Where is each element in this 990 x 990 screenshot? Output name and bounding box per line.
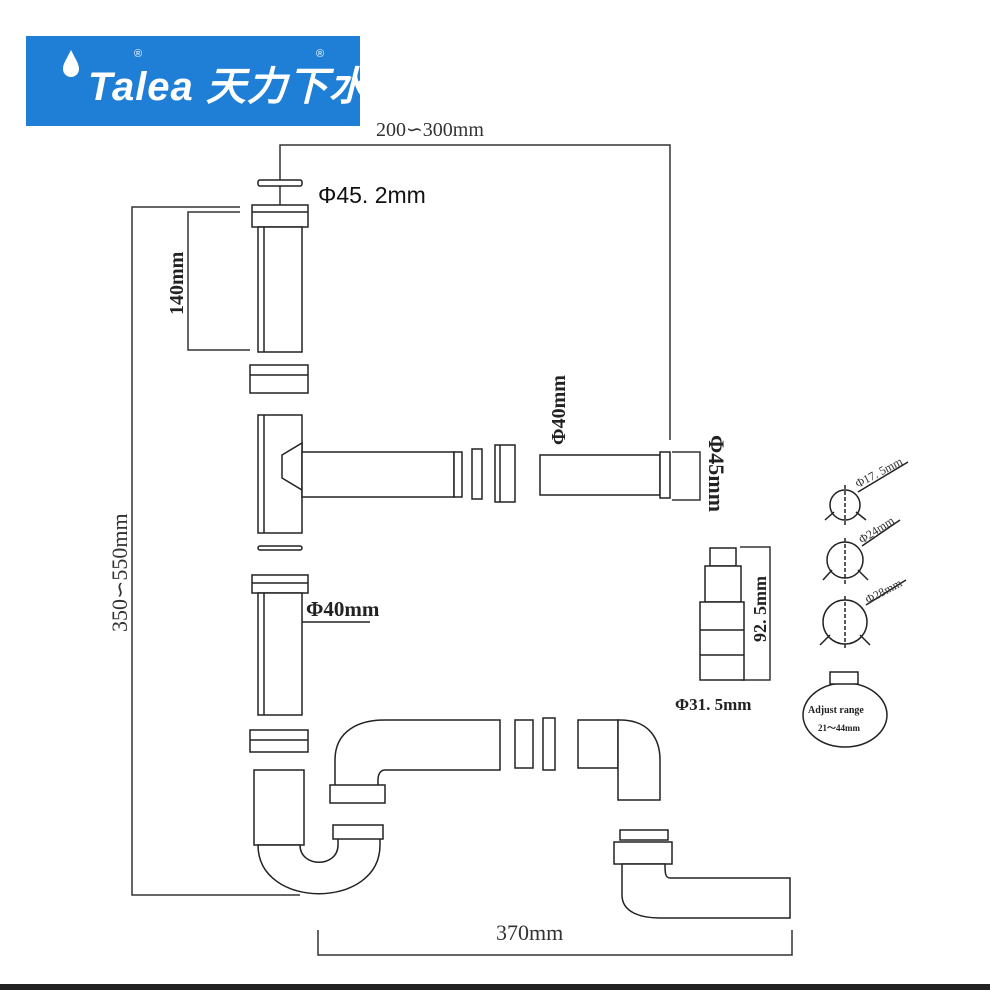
upper-elbow bbox=[329, 717, 661, 804]
registered-mark-2: ® bbox=[316, 48, 325, 60]
hose-adapter bbox=[699, 547, 745, 681]
tube-length-dim-line bbox=[187, 211, 250, 351]
branch-diameter-label: Φ40mm bbox=[548, 375, 570, 445]
clamp-set bbox=[802, 461, 909, 748]
u-trap bbox=[253, 769, 384, 895]
adjust-range-label: Adjust range bbox=[808, 705, 864, 716]
lower-elbow bbox=[613, 829, 791, 919]
logo-text: Talea 天力下水 bbox=[88, 65, 370, 109]
clamp-size-2: Φ24mm bbox=[856, 513, 897, 547]
tee-part bbox=[257, 414, 671, 551]
bottom-width-dim-line bbox=[317, 930, 793, 956]
registered-mark: ® bbox=[134, 48, 143, 60]
outlet-dim-line bbox=[672, 451, 701, 501]
total-height-dim-line bbox=[131, 206, 300, 896]
water-drop-icon bbox=[63, 50, 79, 77]
adjust-range-value: 21～44mm bbox=[818, 723, 860, 733]
top-diameter-label: Φ45. 2mm bbox=[318, 182, 426, 208]
outlet-diameter-label: Φ45mm bbox=[704, 435, 729, 512]
bottom-rule bbox=[0, 984, 990, 990]
top-part bbox=[249, 179, 309, 394]
adapter-height-label: 92. 5mm bbox=[750, 576, 770, 642]
tube-length-label: 140mm bbox=[166, 251, 188, 315]
adapter-diameter-label: Φ31. 5mm bbox=[675, 695, 751, 714]
lower-diameter-label: Φ40mm bbox=[306, 597, 380, 621]
bottom-width-label: 370mm bbox=[496, 920, 563, 945]
brand-logo: Talea 天力下水 ® ® bbox=[26, 36, 369, 126]
lower-pipe bbox=[249, 574, 370, 753]
clamp-size-3: Φ28mm bbox=[863, 575, 905, 606]
clamp-size-1: Φ17. 5mm bbox=[853, 454, 906, 491]
top-width-label: 200∽300mm bbox=[376, 119, 484, 141]
adapter-dim-line bbox=[740, 546, 771, 681]
total-height-label: 350∽550mm bbox=[107, 513, 132, 632]
